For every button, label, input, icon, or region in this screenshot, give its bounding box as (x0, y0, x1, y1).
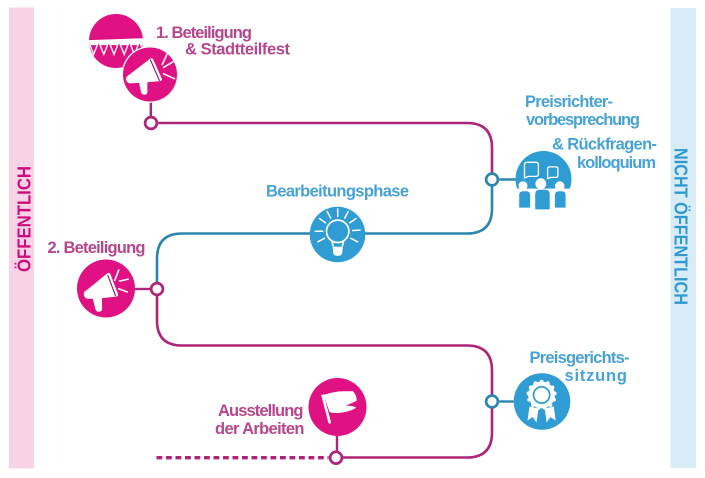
svg-text:& Rückfragen-: & Rückfragen- (552, 136, 657, 154)
svg-text:2. Beteiligung: 2. Beteiligung (48, 239, 146, 257)
svg-text:vorbesprechung: vorbesprechung (526, 111, 640, 129)
svg-text:Preisgerichts-: Preisgerichts- (530, 349, 630, 367)
svg-text:NICHT ÖFFENTLICH: NICHT ÖFFENTLICH (671, 148, 692, 305)
svg-text:der Arbeiten: der Arbeiten (215, 420, 305, 438)
svg-text:kolloquium: kolloquium (577, 154, 656, 172)
svg-text:sitzung: sitzung (565, 367, 628, 385)
svg-text:Ausstellung: Ausstellung (218, 402, 304, 420)
svg-text:ÖFFENTLICH: ÖFFENTLICH (14, 166, 35, 272)
svg-text:Bearbeitungsphase: Bearbeitungsphase (266, 183, 409, 201)
svg-text:Preisrichter-: Preisrichter- (525, 93, 613, 111)
svg-text:& Stadtteilfest: & Stadtteilfest (185, 41, 291, 59)
svg-text:1. Beteiligung: 1. Beteiligung (156, 24, 252, 42)
